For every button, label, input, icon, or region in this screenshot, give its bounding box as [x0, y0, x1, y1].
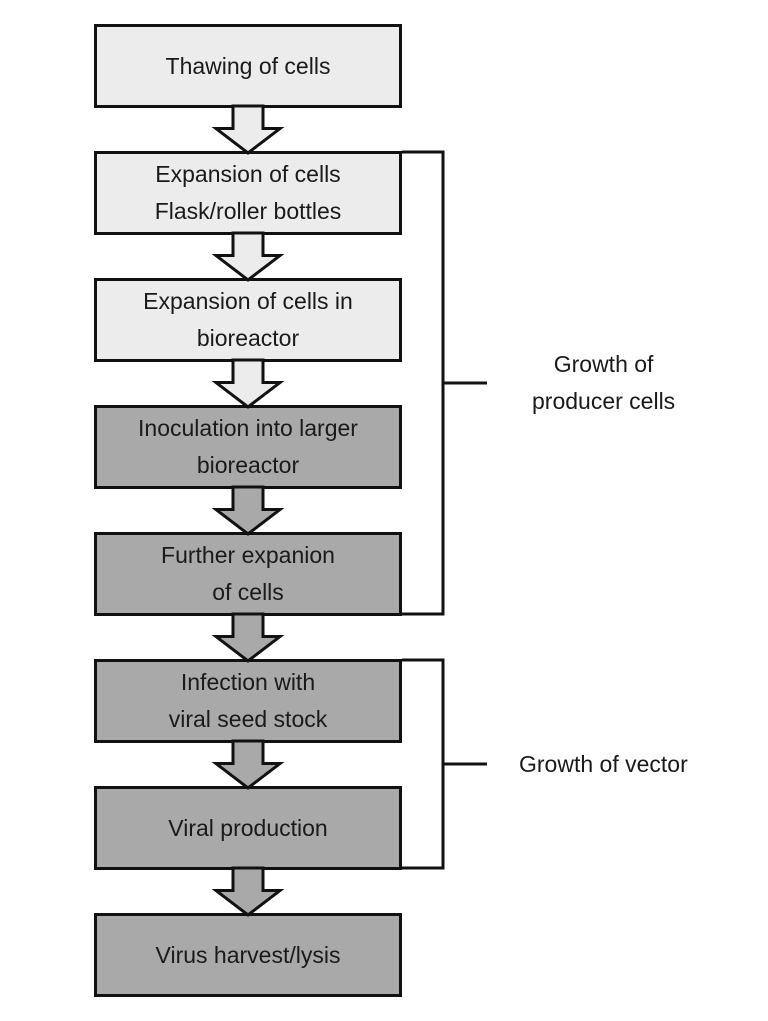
flow-arrow-down-icon: [211, 358, 285, 409]
flow-arrow-down-icon: [211, 739, 285, 790]
step-label-line: of cells: [212, 579, 284, 605]
phase-label-line: Growth of: [553, 351, 654, 377]
flow-arrow-down-icon: [211, 866, 285, 917]
step-label-line: Expansion of cells in: [143, 288, 353, 314]
step-box-viral-production: Viral production: [94, 786, 402, 870]
phase-label-line: producer cells: [532, 388, 676, 414]
flow-arrow-down-icon: [211, 485, 285, 536]
step-label-line: Viral production: [168, 814, 328, 841]
step-box-virus-harvest-lysis: Virus harvest/lysis: [94, 913, 402, 997]
flow-arrow-down-icon: [211, 612, 285, 663]
step-label-line: Inoculation into larger: [138, 415, 358, 441]
phase-label-growth-of-producer-cells: Growth of producer cells: [532, 346, 675, 420]
step-box-expansion-of-cells-in-bioreactor: Expansion of cells in bioreactor: [94, 278, 402, 362]
step-box-inoculation-into-larger-bioreactor: Inoculation into larger bioreactor: [94, 405, 402, 489]
phase-label-line: Growth of vector: [519, 751, 688, 777]
step-box-thawing-of-cells: Thawing of cells: [94, 24, 402, 108]
step-label-line: Expansion of cells: [155, 161, 341, 187]
step-label-line: viral seed stock: [168, 706, 328, 732]
step-label-line: Virus harvest/lysis: [155, 941, 341, 968]
step-box-further-expanion-of-cells: Further expanion of cells: [94, 532, 402, 616]
step-label-line: Flask/roller bottles: [154, 198, 342, 224]
bracket-group: [402, 150, 487, 870]
flow-arrow-down-icon: [211, 104, 285, 155]
phase-bracket: [402, 658, 487, 870]
step-label-line: Infection with: [180, 669, 316, 695]
phase-bracket: [402, 150, 487, 616]
step-label-line: Thawing of cells: [165, 52, 331, 79]
step-label-line: Further expanion: [161, 542, 335, 568]
step-label-line: bioreactor: [196, 325, 300, 351]
step-label-line: bioreactor: [196, 452, 300, 478]
phase-label-growth-of-vector: Growth of vector: [519, 746, 688, 783]
step-box-infection-with-viral-seed-stock: Infection with viral seed stock: [94, 659, 402, 743]
flow-arrow-down-icon: [211, 231, 285, 282]
